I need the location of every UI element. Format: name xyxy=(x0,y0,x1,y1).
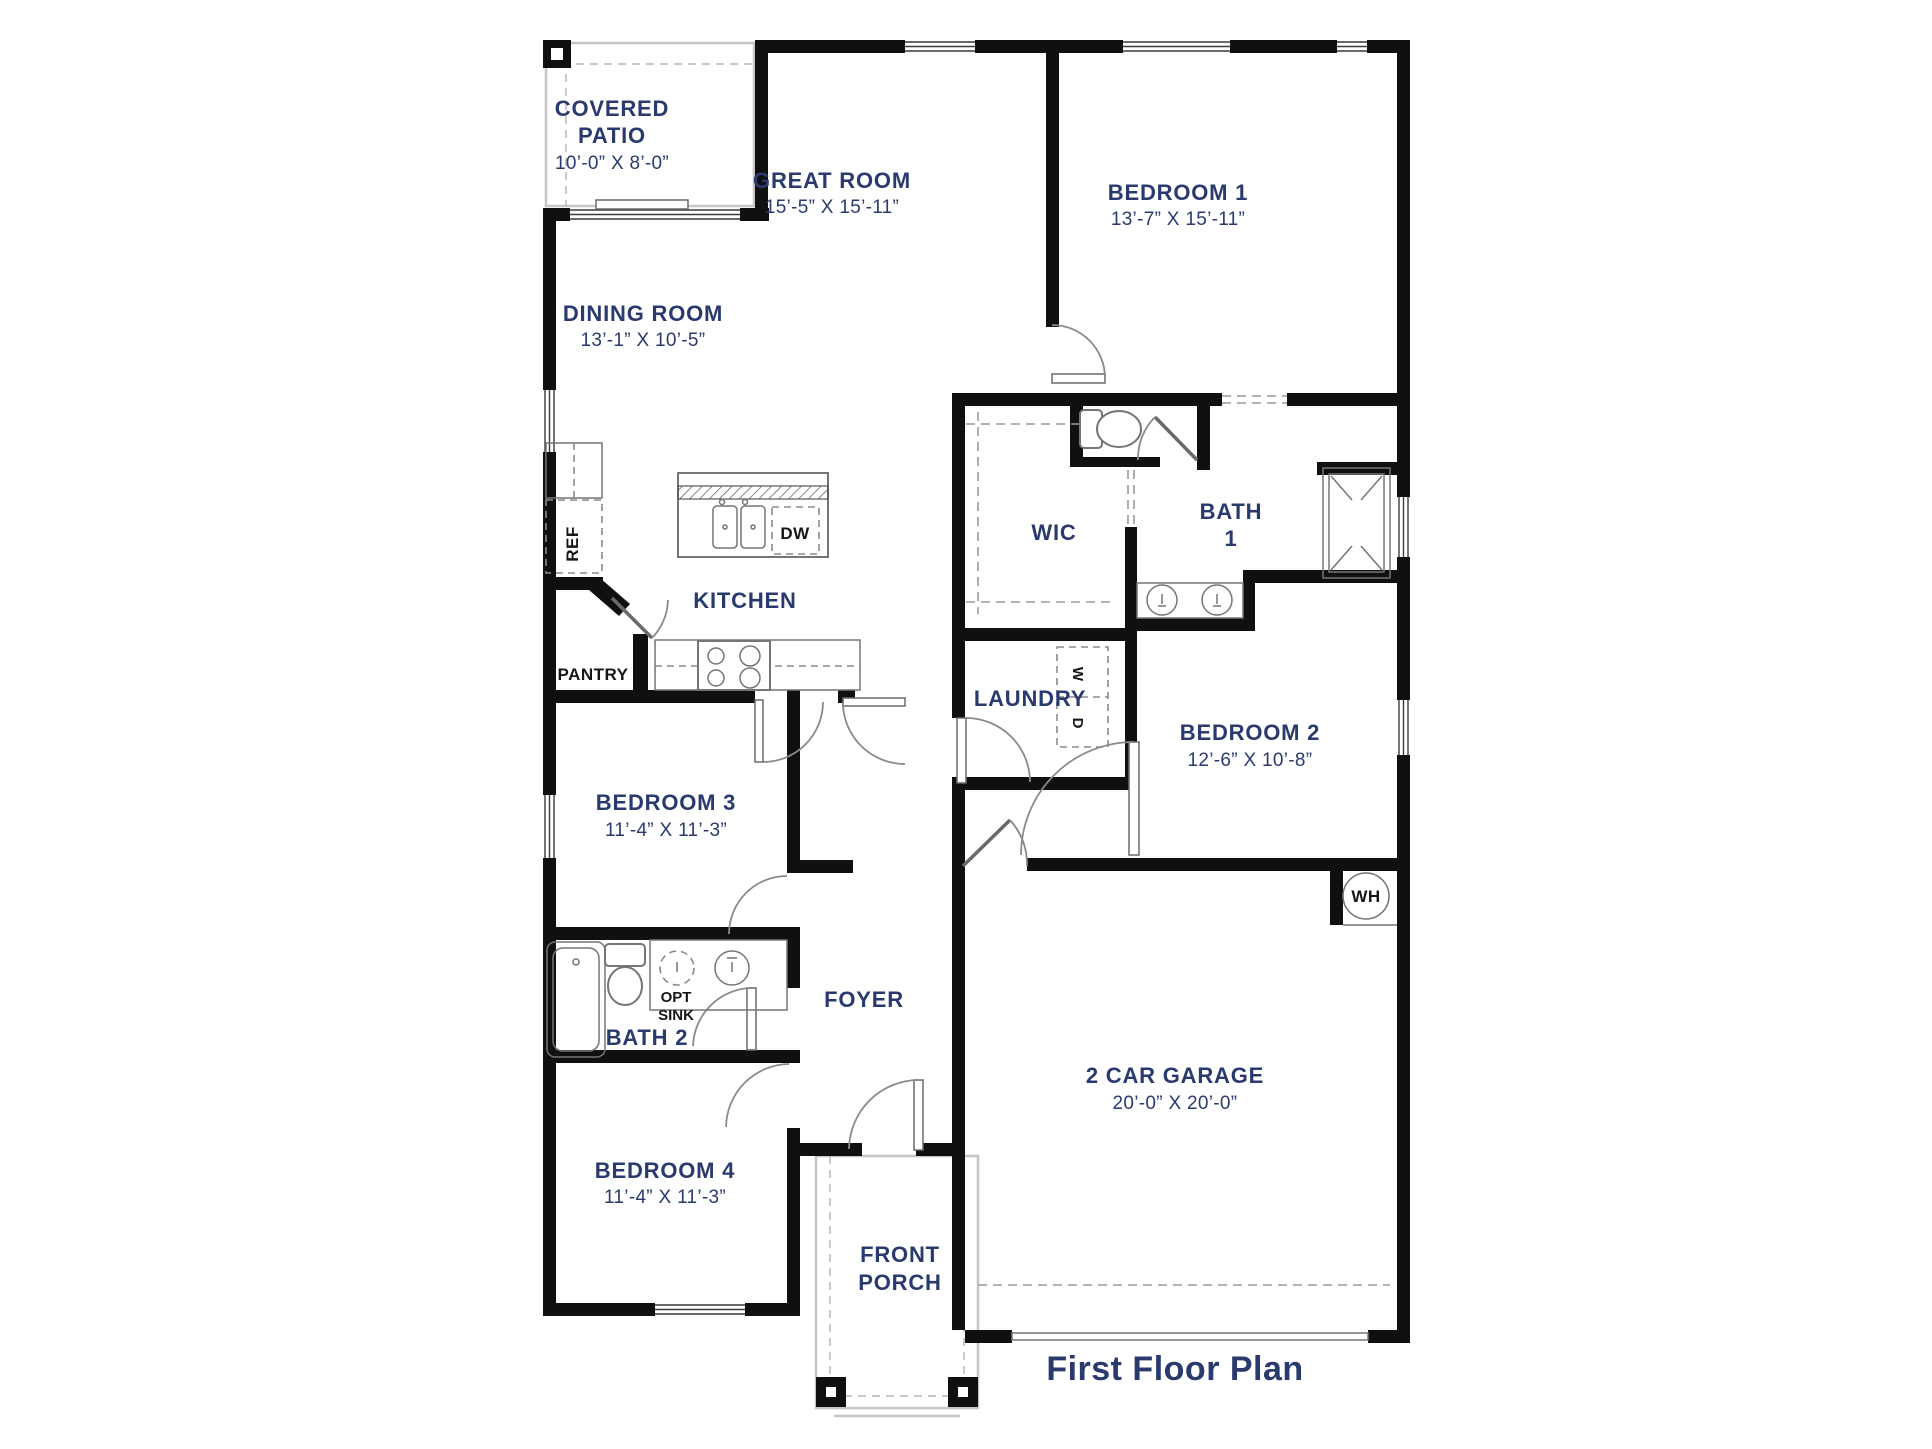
garage-door xyxy=(1011,1330,1369,1343)
fixture-label-opt-sink-line1: OPT xyxy=(661,989,692,1006)
fixture-label-dryer: D xyxy=(1069,718,1086,729)
door-bedroom4 xyxy=(725,1063,790,1128)
fixture-label-ref: REF xyxy=(563,526,582,562)
room-label-front-porch-line1: FRONT xyxy=(860,1242,940,1267)
fixture-label-opt-sink-line2: SINK xyxy=(658,1007,694,1024)
room-label-covered-patio-line1: COVERED xyxy=(555,96,669,121)
room-label-bedroom1: BEDROOM 1 xyxy=(1108,180,1248,205)
door-bedroom3 xyxy=(728,875,788,935)
room-dims-bedroom1: 13’-7” X 15’-11” xyxy=(1111,209,1245,230)
window-bedroom3-left xyxy=(543,795,556,858)
window-dining-left xyxy=(543,390,556,452)
vanity-bath2 xyxy=(649,939,788,1011)
front-porch-structure xyxy=(814,1154,980,1418)
room-label-bath2: BATH 2 xyxy=(606,1025,689,1050)
tub-bath2 xyxy=(546,941,606,1058)
fixture-label-pantry: PANTRY xyxy=(558,665,629,684)
kitchen-island xyxy=(677,472,829,558)
labels: COVERED PATIO 10’-0” X 8’-0” GREAT ROOM … xyxy=(555,96,1380,1295)
room-label-great-room: GREAT ROOM xyxy=(753,168,911,193)
room-label-bedroom2: BEDROOM 2 xyxy=(1180,720,1320,745)
vanity-bath1 xyxy=(1136,582,1244,619)
room-label-garage: 2 CAR GARAGE xyxy=(1086,1063,1264,1088)
room-label-kitchen: KITCHEN xyxy=(693,588,796,613)
room-label-laundry: LAUNDRY xyxy=(974,686,1086,711)
room-label-bath1-line2: 1 xyxy=(1224,526,1237,551)
room-label-dining-room: DINING ROOM xyxy=(563,301,723,326)
door-bedroom1 xyxy=(1051,324,1106,384)
washer-dryer xyxy=(1056,646,1109,748)
door-hall-a xyxy=(754,699,824,763)
water-heater xyxy=(1342,872,1390,920)
refrigerator xyxy=(545,442,603,574)
window-bedroom1-corner xyxy=(1337,40,1367,53)
door-bedroom2 xyxy=(1020,741,1140,856)
room-dims-garage: 20’-0” X 20’-0” xyxy=(1113,1093,1238,1114)
door-pantry xyxy=(610,596,669,640)
fixture-label-dw: DW xyxy=(780,524,810,543)
toilet-bath1 xyxy=(1079,409,1142,449)
room-dims-bedroom4: 11’-4” X 11’-3” xyxy=(604,1187,726,1208)
room-dims-bedroom3: 11’-4” X 11’-3” xyxy=(605,820,727,841)
room-label-wic: WIC xyxy=(1031,520,1076,545)
room-dims-great-room: 15’-5” X 15’-11” xyxy=(765,197,899,218)
room-dims-dining-room: 13’-1” X 10’-5” xyxy=(581,330,706,351)
window-bedroom4-bottom xyxy=(655,1303,745,1316)
door-garage-entry xyxy=(961,818,1028,868)
fixtures xyxy=(545,409,1391,1058)
patio-slider-door xyxy=(570,199,740,221)
room-label-bedroom4: BEDROOM 4 xyxy=(595,1158,735,1183)
door-hall-b xyxy=(842,697,906,765)
page-title: First Floor Plan xyxy=(1046,1350,1303,1388)
window-great-room-top xyxy=(905,40,975,53)
shower-bath1 xyxy=(1322,467,1391,579)
dashed-openings xyxy=(966,395,1390,1286)
fixture-label-washer: W xyxy=(1069,667,1086,682)
room-label-bath1-line1: BATH xyxy=(1200,499,1263,524)
door-front xyxy=(848,1079,924,1151)
range-counter xyxy=(654,639,861,691)
windows xyxy=(543,40,1410,1343)
door-toilet-room xyxy=(1137,415,1199,462)
door-bath2 xyxy=(692,987,757,1051)
room-dims-covered-patio: 10’-0” X 8’-0” xyxy=(555,153,669,174)
room-dims-bedroom2: 12’-6” X 10’-8” xyxy=(1188,750,1313,771)
room-label-foyer: FOYER xyxy=(824,987,904,1012)
room-label-bedroom3: BEDROOM 3 xyxy=(596,790,736,815)
covered-patio-structure xyxy=(543,40,756,208)
window-bedroom1-top xyxy=(1123,40,1230,53)
doors xyxy=(610,324,1199,1151)
toilet-bath2 xyxy=(604,943,646,1006)
room-label-covered-patio-line2: PATIO xyxy=(578,123,646,148)
window-bedroom2-right xyxy=(1397,700,1410,755)
window-bath1-right xyxy=(1397,497,1410,557)
room-label-front-porch-line2: PORCH xyxy=(858,1270,941,1295)
fixture-label-water-heater: WH xyxy=(1351,887,1380,906)
door-laundry xyxy=(956,717,1031,784)
